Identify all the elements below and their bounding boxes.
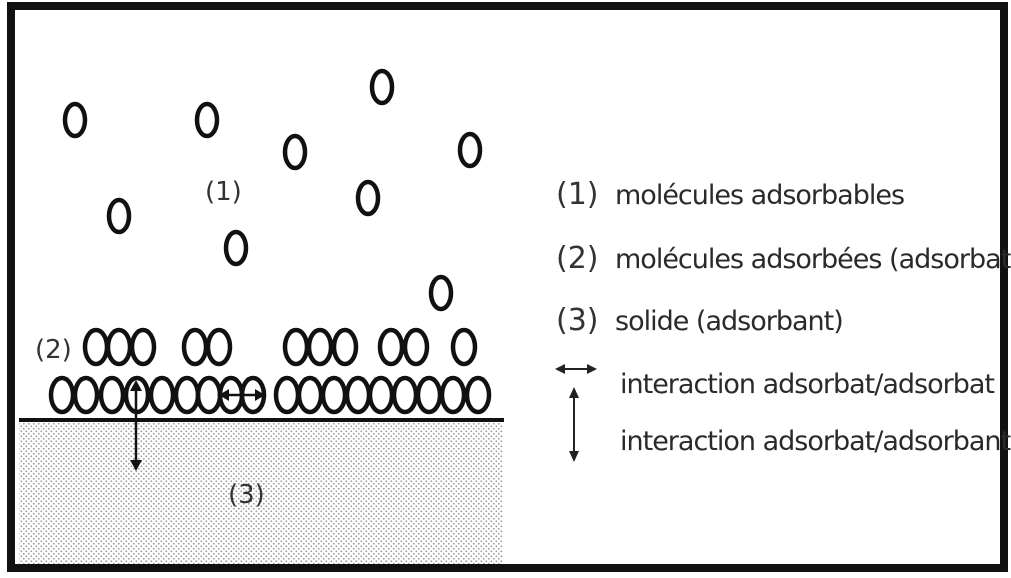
label-solid: (3) bbox=[228, 480, 265, 510]
legend-text-2: molécules adsorbées (adsorbat) bbox=[615, 244, 1011, 275]
legend-text-1: molécules adsorbables bbox=[615, 180, 904, 211]
label-adsorbable: (1) bbox=[205, 177, 242, 207]
legend-marker-3: (3) bbox=[556, 303, 599, 338]
legend-text-5: interaction adsorbat/adsorbant bbox=[620, 426, 1011, 457]
label-adsorbed: (2) bbox=[35, 335, 72, 365]
legend-text-3: solide (adsorbant) bbox=[615, 306, 843, 337]
legend-marker-2: (2) bbox=[556, 241, 599, 276]
legend-marker-1: (1) bbox=[556, 177, 599, 212]
legend-text-4: interaction adsorbat/adsorbat bbox=[620, 369, 994, 400]
